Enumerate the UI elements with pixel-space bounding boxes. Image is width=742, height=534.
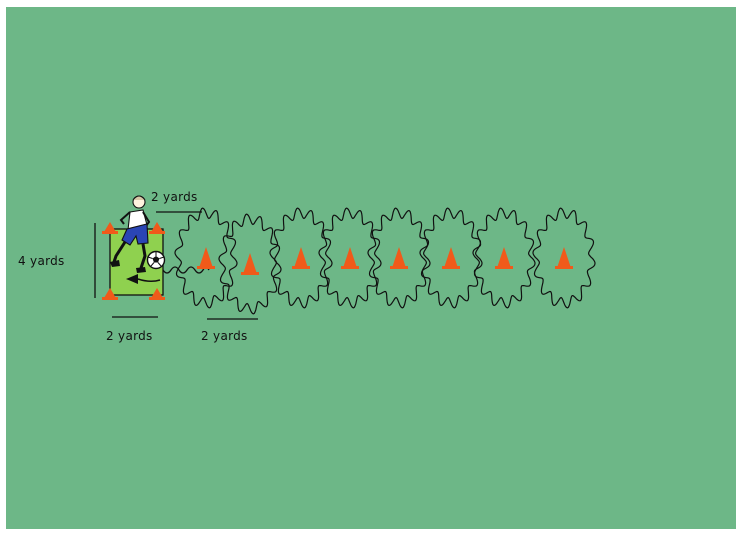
training-cone-icon <box>495 247 513 269</box>
weave-loop <box>174 207 238 309</box>
training-cone-icon <box>341 247 359 269</box>
weave-loop <box>472 207 536 309</box>
training-cone-icon <box>442 247 460 269</box>
training-cone-icon <box>197 247 215 269</box>
dribble-path <box>162 266 210 274</box>
corner-cone-bottom-left <box>102 288 118 300</box>
corner-cone-top-right <box>149 222 165 234</box>
soccer-ball-icon <box>146 250 166 270</box>
weave-loop <box>269 207 333 309</box>
weave-loop <box>318 207 382 309</box>
return-arrow <box>137 278 161 283</box>
weave-loop <box>532 207 596 309</box>
soccer-player-icon <box>110 195 151 273</box>
top-width-label: 2 yards <box>151 190 198 204</box>
training-cone-icon <box>555 247 573 269</box>
cone-spacing-label: 2 yards <box>201 329 248 343</box>
weave-loops <box>174 207 596 315</box>
bottom-width-label: 2 yards <box>106 329 153 343</box>
return-arrow-head <box>126 274 138 284</box>
height-label: 4 yards <box>18 254 65 268</box>
weave-loop <box>218 213 282 315</box>
weave-loop <box>419 207 483 309</box>
corner-cone-bottom-right <box>149 288 165 300</box>
training-cone-icon <box>241 253 259 275</box>
training-cone-icon <box>390 247 408 269</box>
weave-loop <box>367 207 431 309</box>
corner-cone-top-left <box>102 222 118 234</box>
training-cone-icon <box>292 247 310 269</box>
